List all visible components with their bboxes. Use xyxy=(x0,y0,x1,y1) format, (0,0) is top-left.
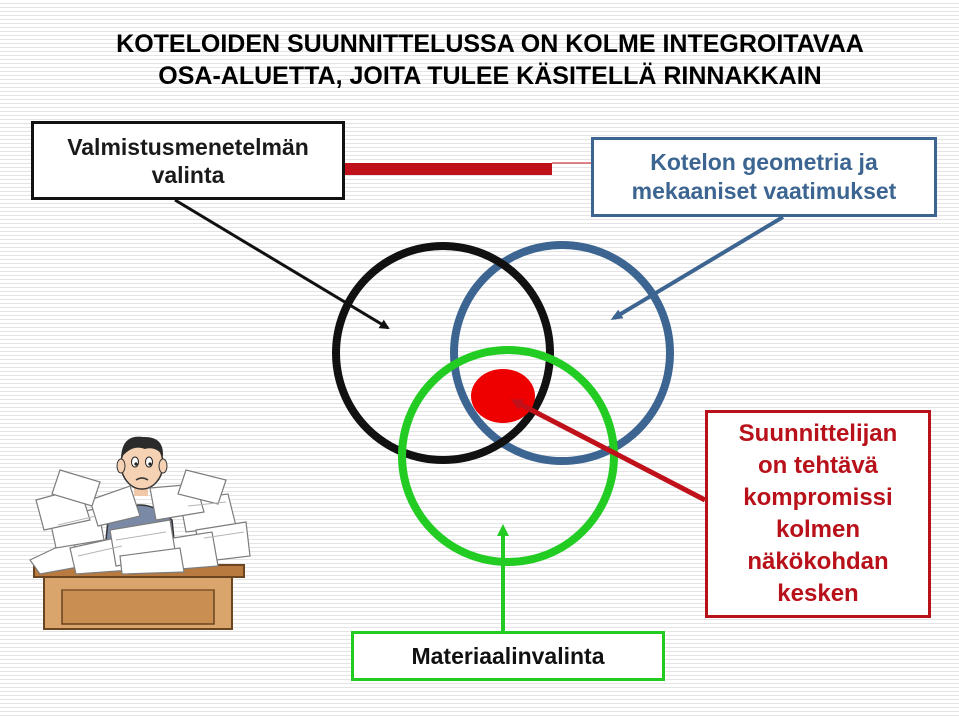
geometry-circle xyxy=(450,241,674,465)
compromise-line: kolmen xyxy=(775,516,861,543)
method-box-line-1: Valmistusmenetelmän xyxy=(67,133,309,160)
compromise-line: näkökohdan xyxy=(747,548,889,575)
geometry-requirements-box: Kotelon geometria ja mekaaniset vaatimuk… xyxy=(591,137,937,217)
compromise-box: Suunnittelijan on tehtävä kompromissi ko… xyxy=(705,410,931,618)
intersection-dot xyxy=(471,369,535,423)
material-box-label: Materiaalinvalinta xyxy=(411,643,605,669)
compromise-arrow xyxy=(510,399,707,503)
material-circle xyxy=(398,346,618,566)
method-selection-box: Valmistusmenetelmän valinta xyxy=(31,121,345,200)
connector-bar xyxy=(345,163,552,175)
compromise-line: on tehtävä xyxy=(757,452,879,479)
person-at-desk-icon xyxy=(29,436,251,630)
method-circle xyxy=(332,242,554,464)
compromise-line: kesken xyxy=(777,580,859,607)
method-box-line-2: valinta xyxy=(151,161,225,188)
geometry-box-line-1: Kotelon geometria ja xyxy=(650,149,878,175)
material-selection-box: Materiaalinvalinta xyxy=(351,631,665,681)
compromise-line: kompromissi xyxy=(743,484,893,511)
method-arrow xyxy=(174,198,390,330)
title-line-1: KOTELOIDEN SUUNNITTELUSSA ON KOLME INTEG… xyxy=(116,30,864,58)
compromise-line: Suunnittelijan xyxy=(738,420,898,447)
title-line-2: OSA-ALUETTA, JOITA TULEE KÄSITELLÄ RINNA… xyxy=(158,62,822,90)
page-title: KOTELOIDEN SUUNNITTELUSSA ON KOLME INTEG… xyxy=(40,28,940,92)
geometry-box-line-2: mekaaniset vaatimukset xyxy=(631,178,897,204)
geometry-arrow xyxy=(610,215,785,321)
